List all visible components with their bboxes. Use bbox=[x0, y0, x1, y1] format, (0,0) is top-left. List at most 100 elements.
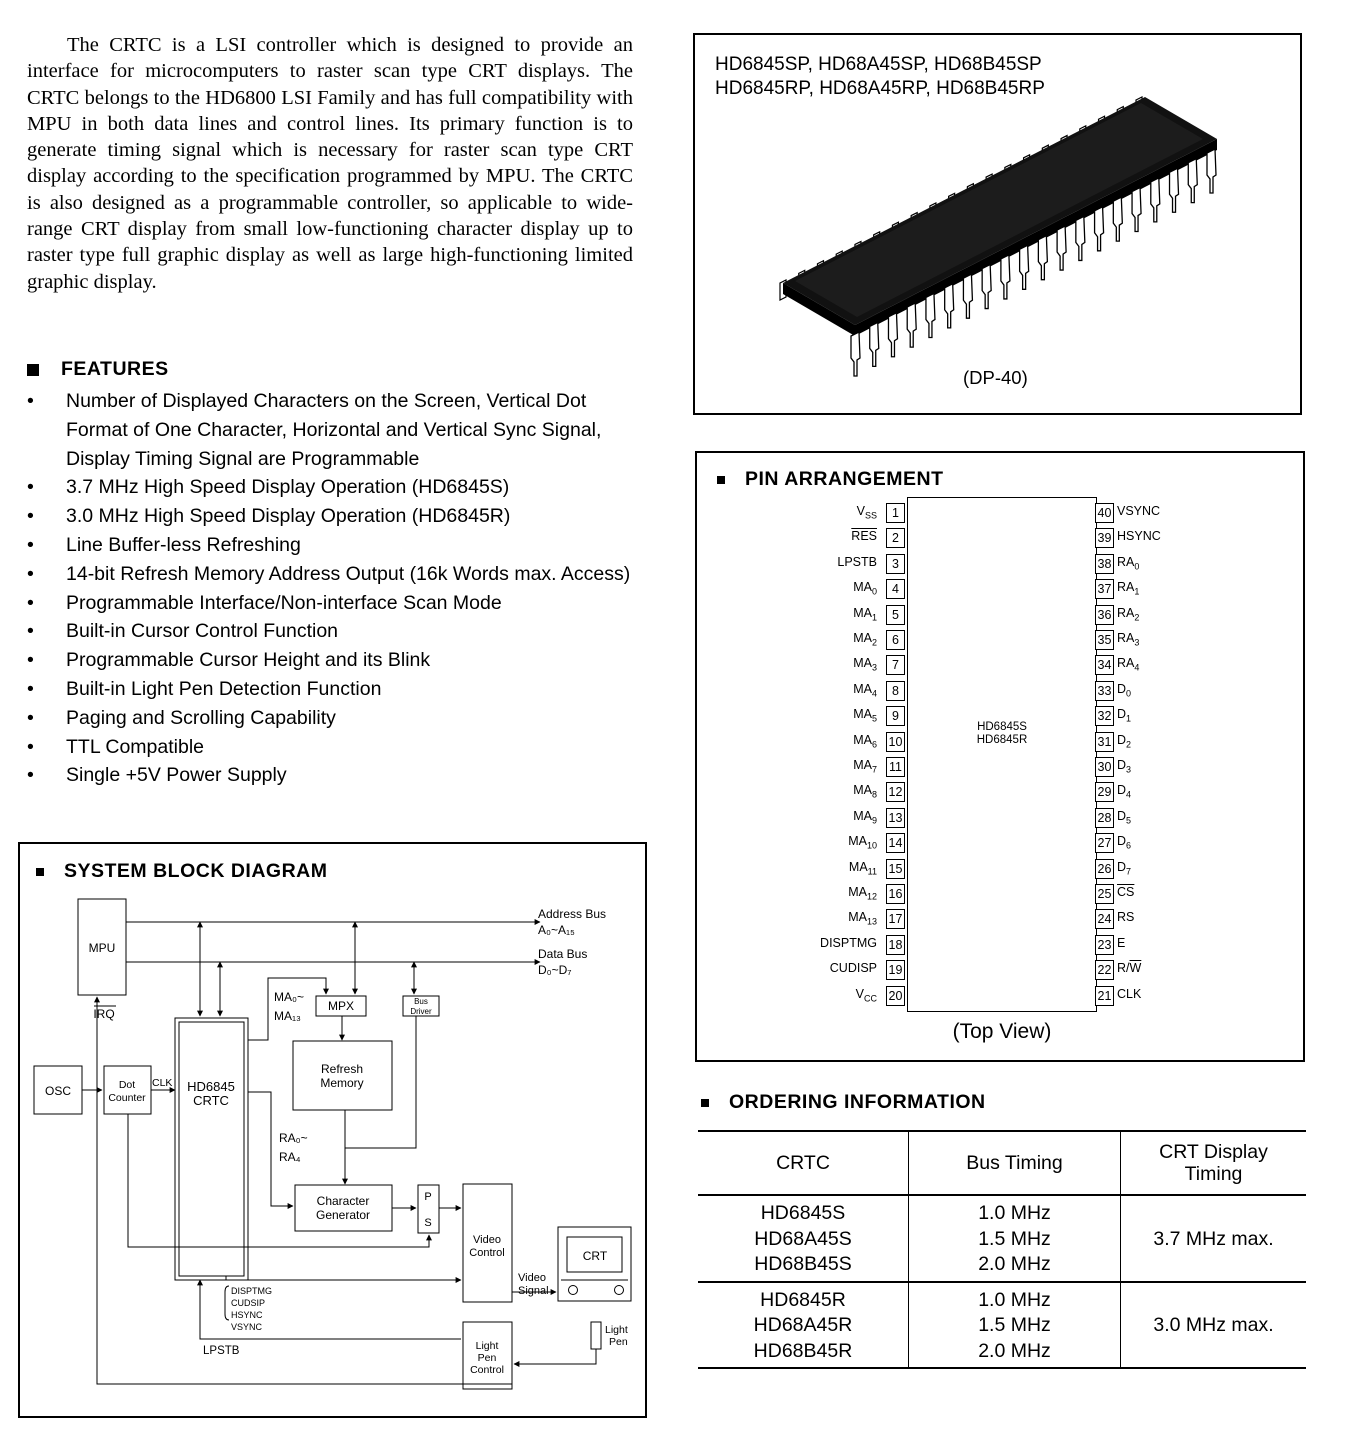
feature-text: Paging and Scrolling Capability bbox=[66, 706, 336, 729]
pin-number: 8 bbox=[886, 680, 905, 701]
ordering-title: ORDERING INFORMATION bbox=[729, 1091, 986, 1113]
crtc-label: HD6845 bbox=[187, 1079, 235, 1094]
package-pin bbox=[1206, 147, 1217, 194]
ps-block bbox=[417, 1184, 440, 1234]
pin-row: VCC 20 bbox=[697, 985, 907, 1008]
signal-label: HSYNC bbox=[231, 1310, 263, 1320]
pin-number: 13 bbox=[886, 807, 905, 828]
pin-number: 20 bbox=[886, 985, 905, 1006]
bus-timing: 2.0 MHz bbox=[978, 1253, 1051, 1275]
feature-text: Number of Displayed Characters on the Sc… bbox=[66, 390, 602, 470]
address-bus-label: Address Bus bbox=[538, 907, 606, 921]
feature-text: 3.7 MHz High Speed Display Operation (HD… bbox=[66, 476, 510, 499]
ps-label: S bbox=[424, 1217, 431, 1229]
pin-name: MA13 bbox=[848, 910, 877, 927]
pin-name: MA2 bbox=[853, 631, 877, 648]
pin-name: MA8 bbox=[853, 783, 877, 800]
package-title-line: HD6845SP, HD68A45SP, HD68B45SP bbox=[715, 54, 1042, 75]
intro-paragraph: The CRTC is a LSI controller which is de… bbox=[27, 32, 633, 295]
video-signal-label: Signal bbox=[518, 1285, 549, 1297]
block-diagram-title: SYSTEM BLOCK DIAGRAM bbox=[64, 860, 328, 882]
pin-name: R/W bbox=[1117, 961, 1142, 976]
pin-number: 31 bbox=[1095, 731, 1114, 752]
pin-number: 1 bbox=[886, 503, 905, 523]
crt-label: CRT bbox=[583, 1249, 608, 1263]
package-pin bbox=[1112, 196, 1123, 242]
video-signal-label: Video bbox=[518, 1272, 546, 1284]
dot-label: Dot bbox=[119, 1079, 135, 1091]
features-list: • Number of Displayed Characters on the S… bbox=[27, 387, 637, 790]
ra-label: RA₀~ bbox=[279, 1131, 308, 1145]
counter-label: Counter bbox=[108, 1092, 146, 1104]
header-crtc: CRTC bbox=[698, 1130, 909, 1196]
pin-name: D0 bbox=[1117, 681, 1132, 699]
pin-name: D4 bbox=[1117, 783, 1132, 800]
feature-text: TTL Compatible bbox=[66, 735, 204, 758]
pin-name: RA4 bbox=[1117, 656, 1140, 673]
feature-item: •Single +5V Power Supply bbox=[27, 761, 637, 790]
package-pin bbox=[1018, 244, 1030, 290]
chargen-label: Generator bbox=[316, 1208, 370, 1222]
chargen-label: Character bbox=[317, 1194, 370, 1208]
package-pin bbox=[1168, 167, 1180, 213]
ma-label: MA₁₃ bbox=[274, 1009, 301, 1023]
feature-text: Programmable Cursor Height and its Blink bbox=[66, 649, 431, 672]
feature-text: Single +5V Power Supply bbox=[66, 764, 287, 787]
pin-number: 10 bbox=[886, 731, 905, 752]
pin-name: D7 bbox=[1117, 859, 1132, 877]
bus-driver-block bbox=[402, 995, 440, 1017]
bullet-icon: • bbox=[27, 706, 34, 729]
feature-item: •Programmable Cursor Height and its Blin… bbox=[27, 646, 637, 675]
pin-name: VCC bbox=[855, 986, 877, 1004]
package-title-line: HD6845RP, HD68A45RP, HD68B45RP bbox=[715, 78, 1045, 99]
pin-number: 30 bbox=[1095, 757, 1114, 777]
package-pin bbox=[1187, 157, 1198, 204]
pin-name: CS bbox=[1117, 885, 1135, 899]
block-diagram-box: SYSTEM BLOCK DIAGRAM bbox=[18, 842, 647, 1418]
pin-number: 5 bbox=[886, 604, 905, 625]
chip-label: HD6845S HD6845R bbox=[907, 721, 1097, 747]
pin-number: 37 bbox=[1095, 579, 1114, 600]
chip-body bbox=[907, 497, 1097, 1012]
block-diagram-heading: SYSTEM BLOCK DIAGRAM bbox=[36, 860, 328, 883]
ordering-heading: ORDERING INFORMATION bbox=[701, 1091, 986, 1114]
signal-label: CUDSIP bbox=[231, 1298, 265, 1308]
pin-number: 17 bbox=[886, 909, 905, 930]
block-diagram: MPU IRQ Address Bus A₀~A₁₅ Data Bus D₀~D… bbox=[33, 898, 632, 1390]
pin-name: D6 bbox=[1117, 834, 1132, 851]
pin-number: 35 bbox=[1095, 630, 1114, 650]
square-bullet-icon bbox=[27, 363, 39, 376]
data-bus-label: Data Bus bbox=[538, 947, 587, 961]
feature-text: Programmable Interface/Non-interface Sca… bbox=[66, 591, 502, 614]
package-pin bbox=[962, 273, 974, 319]
feature-item: •Number of Displayed Characters on the S… bbox=[27, 387, 637, 473]
part-number: HD6845S bbox=[760, 1202, 846, 1224]
pin-name: DISPTMG bbox=[820, 935, 877, 950]
pin-number: 36 bbox=[1095, 604, 1114, 625]
package-pin bbox=[1131, 186, 1142, 233]
feature-item: •Built-in Cursor Control Function bbox=[27, 617, 637, 646]
pin-row: MA13 17 bbox=[697, 909, 907, 931]
chip-label-line: HD6845S bbox=[977, 721, 1027, 733]
pin-number: 11 bbox=[886, 757, 905, 777]
package-box: HD6845SP, HD68A45SP, HD68B45SP HD6845RP,… bbox=[693, 33, 1302, 415]
